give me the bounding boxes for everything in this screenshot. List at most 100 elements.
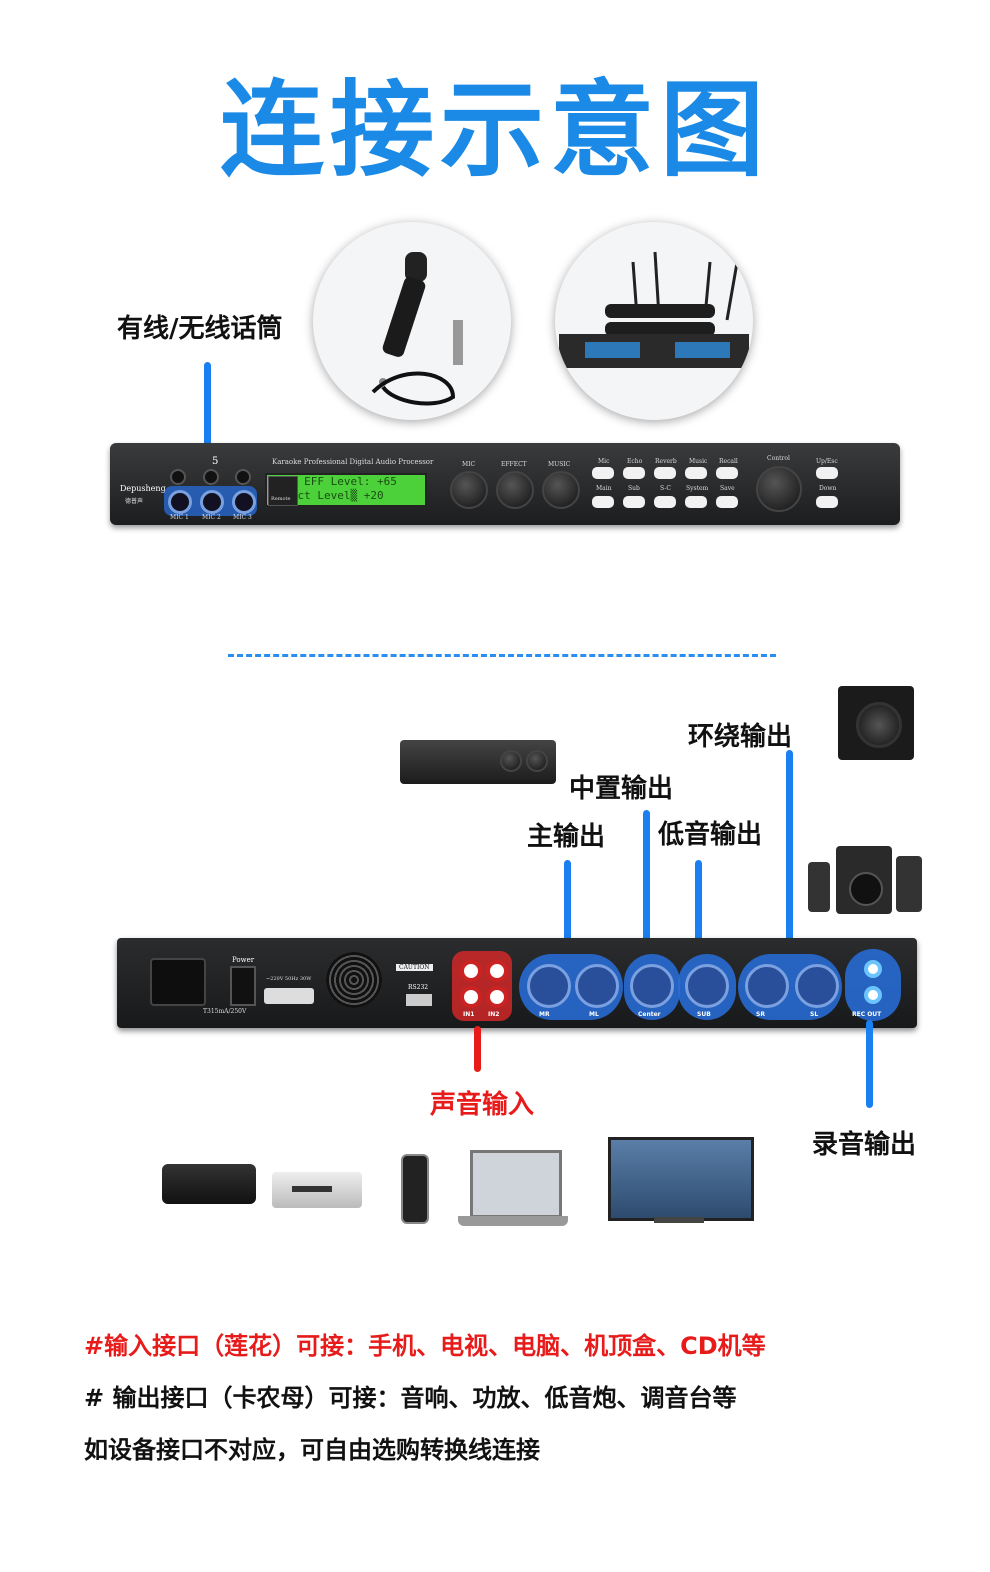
power-switch[interactable]: [230, 966, 256, 1006]
smartphone-image: [401, 1154, 429, 1224]
mic-jack-3[interactable]: [232, 490, 256, 514]
mic-knob-small-3[interactable]: [235, 469, 251, 485]
xlr-sr-label: SR: [756, 1011, 765, 1018]
wireless-receiver-icon: [559, 251, 749, 368]
tv-image: [608, 1137, 754, 1227]
rca-in1-top[interactable]: [460, 960, 482, 982]
audio-input-line: [474, 1026, 481, 1072]
mic-jack-label-1: MIC 1: [170, 514, 189, 521]
mic-jack-1[interactable]: [168, 490, 192, 514]
mic-button[interactable]: [592, 467, 614, 479]
center-output-label: 中置输出: [569, 774, 674, 804]
mic-knob-small-2[interactable]: [203, 469, 219, 485]
surround-output-line: [786, 750, 793, 950]
xlr-sl-label: SL: [810, 1011, 819, 1018]
remote-sensor: [268, 476, 298, 506]
control-label: Control: [767, 455, 790, 462]
up-esc-button[interactable]: [816, 467, 838, 479]
rs232-label: RS232: [408, 984, 429, 991]
effect-volume-knob[interactable]: [496, 471, 534, 509]
note-output: # 输出接口（卡农母）可接：音响、功放、低音炮、调音台等: [84, 1384, 737, 1412]
btn-label-music: Music: [689, 458, 708, 465]
echo-button[interactable]: [623, 467, 645, 479]
brand-name: Depusheng: [120, 484, 166, 493]
music-button[interactable]: [685, 467, 707, 479]
music-volume-knob[interactable]: [542, 471, 580, 509]
amplifier-knob-icon-2: [526, 750, 548, 772]
certification-icons: [264, 988, 314, 1004]
note-adapter: 如设备接口不对应，可自由选购转换线连接: [84, 1436, 540, 1464]
xlr-center[interactable]: [630, 964, 674, 1008]
sub-output-line: [695, 860, 702, 950]
rec-out-label: REC OUT: [852, 1011, 882, 1018]
remote-label: Remote: [271, 496, 291, 502]
recall-button[interactable]: [716, 467, 738, 479]
note-input: #输入接口（莲花）可接：手机、电视、电脑、机顶盒、CD机等: [84, 1332, 766, 1360]
wired-mic-image: [313, 222, 511, 420]
xlr-ml[interactable]: [575, 964, 619, 1008]
mic-pointer-line: [204, 362, 211, 497]
lcd-line-2: Direct Level▒ +20: [271, 489, 384, 502]
xlr-mr-label: MR: [539, 1011, 550, 1018]
rca-in2-bottom[interactable]: [486, 986, 508, 1008]
amplifier-knob-icon: [500, 750, 522, 772]
xlr-sr[interactable]: [745, 964, 789, 1008]
save-button[interactable]: [716, 496, 738, 508]
subwoofer-image: [838, 686, 914, 760]
btn-label-reverb: Reverb: [655, 458, 677, 465]
right-speaker-icon: [896, 856, 922, 912]
btn-label-recall: Recall: [719, 458, 738, 465]
rca-in1-bottom[interactable]: [460, 986, 482, 1008]
main-output-line: [564, 860, 571, 950]
btn-label-main: Main: [596, 485, 612, 492]
btn-label-sub: Sub: [628, 485, 640, 492]
power-inlet[interactable]: [150, 958, 206, 1006]
mic-knob-small-1[interactable]: [170, 469, 186, 485]
product-line: Karaoke Professional Digital Audio Proce…: [272, 458, 434, 466]
mic-volume-knob[interactable]: [450, 471, 488, 509]
center-output-line: [643, 810, 650, 950]
knob-label-mic: MIC: [462, 461, 476, 468]
up-esc-label: Up/Esc: [816, 458, 838, 465]
set-top-box-image: [162, 1164, 256, 1204]
cd-player-image: [272, 1172, 362, 1208]
cooling-fan-icon: [326, 952, 382, 1008]
section-divider: [228, 654, 776, 657]
btn-label-save: Save: [720, 485, 735, 492]
xlr-sub[interactable]: [685, 964, 729, 1008]
laptop-image: [458, 1150, 568, 1230]
left-speaker-icon: [808, 862, 830, 912]
center-speaker-icon: [836, 846, 892, 914]
xlr-sub-label: SUB: [697, 1011, 711, 1018]
mic-label: 有线/无线话筒: [117, 314, 283, 344]
voltage-label: ~220V 50Hz 30W: [266, 976, 312, 982]
main-button[interactable]: [592, 496, 614, 508]
xlr-ml-label: ML: [589, 1011, 599, 1018]
sub-button[interactable]: [623, 496, 645, 508]
sc-button[interactable]: [654, 496, 676, 508]
sub-output-label: 低音输出: [658, 820, 763, 850]
system-button[interactable]: [685, 496, 707, 508]
rca-in2-top[interactable]: [486, 960, 508, 982]
page-title: 连接示意图: [219, 69, 770, 191]
rs232-port[interactable]: [406, 994, 432, 1006]
reverb-button[interactable]: [654, 467, 676, 479]
brand-sub: 德普声: [125, 498, 144, 505]
main-output-label: 主输出: [527, 822, 606, 852]
record-output-line: [866, 1020, 873, 1108]
mic-jack-2[interactable]: [200, 490, 224, 514]
audio-input-label: 声音输入: [430, 1090, 535, 1120]
down-button[interactable]: [816, 496, 838, 508]
control-dial[interactable]: [756, 466, 802, 512]
wired-mic-icon: [371, 252, 463, 406]
speaker-set-image: [808, 846, 924, 916]
rec-out-jack-bottom[interactable]: [864, 986, 882, 1004]
xlr-sl[interactable]: [795, 964, 839, 1008]
rca-in1-label: IN1: [463, 1011, 475, 1018]
xlr-mr[interactable]: [527, 964, 571, 1008]
mic-jack-label-3: MIC 3: [233, 514, 252, 521]
record-output-label: 录音输出: [812, 1130, 917, 1160]
btn-label-sc: S-C: [660, 485, 671, 492]
btn-label-system: System: [686, 485, 709, 492]
rec-out-jack-top[interactable]: [864, 960, 882, 978]
